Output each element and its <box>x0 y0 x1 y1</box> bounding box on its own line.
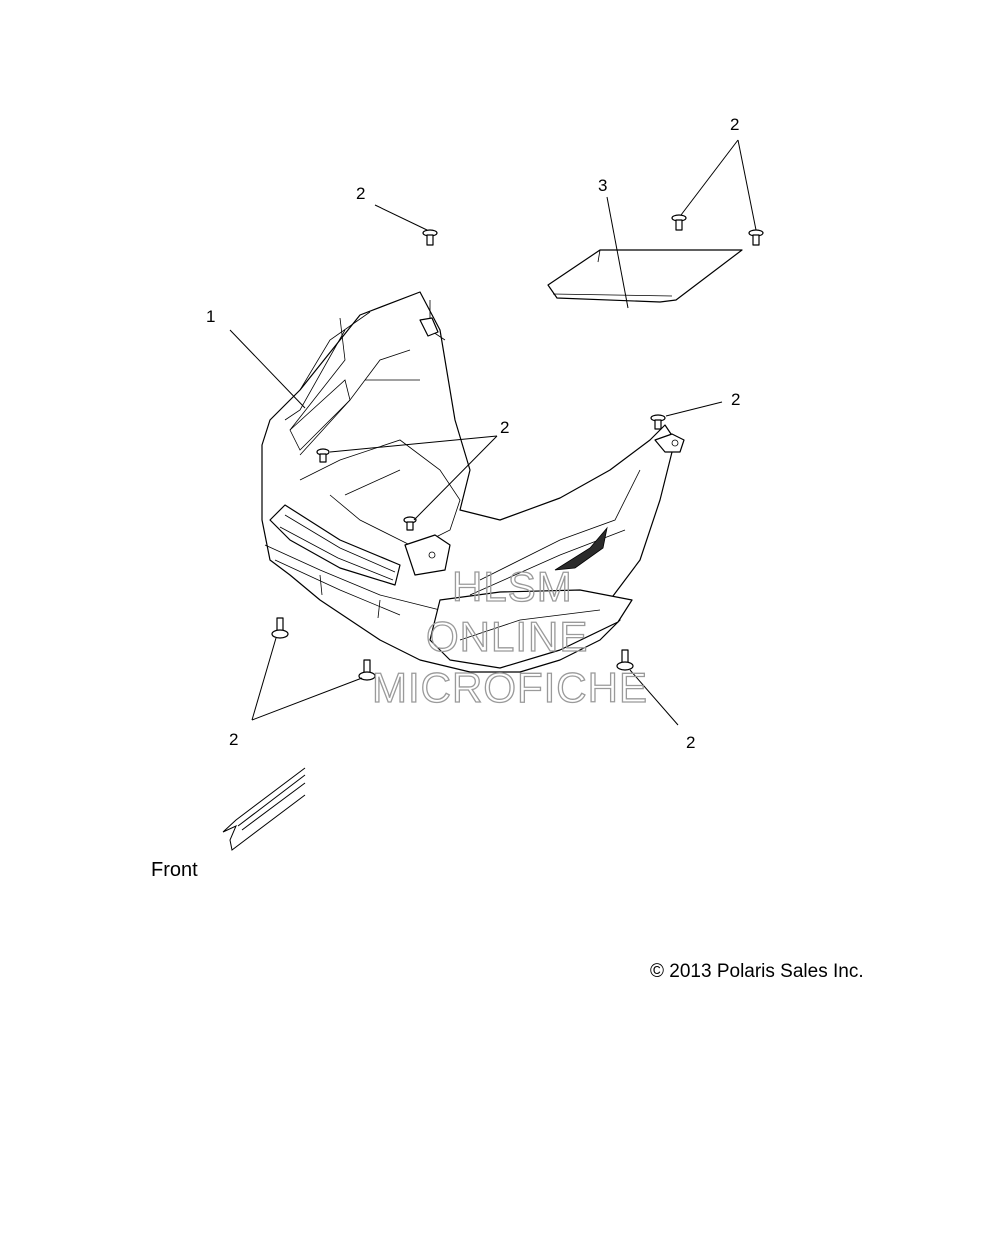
callout-2-b: 2 <box>730 115 739 134</box>
callout-2-e: 2 <box>229 730 238 749</box>
fastener-5[interactable] <box>316 448 330 463</box>
watermark-line-3: MICROFICHE <box>372 664 648 711</box>
nose-cover-part-1[interactable] <box>261 291 685 673</box>
panel-part-3[interactable] <box>547 249 743 303</box>
fastener-6[interactable] <box>403 516 417 531</box>
fastener-9[interactable] <box>616 649 634 671</box>
fastener-1[interactable] <box>422 229 438 246</box>
callout-2-d: 2 <box>500 418 509 437</box>
callout-2-f: 2 <box>686 733 695 752</box>
fastener-7[interactable] <box>271 617 289 639</box>
callout-2-c: 2 <box>731 390 740 409</box>
front-label: Front <box>151 859 198 881</box>
callout-1: 1 <box>206 307 215 326</box>
fasteners-part-2[interactable] <box>271 214 764 681</box>
fastener-8[interactable] <box>358 659 376 681</box>
fastener-4[interactable] <box>650 414 666 430</box>
fastener-2[interactable] <box>671 214 687 231</box>
front-arrow-icon <box>222 767 306 851</box>
watermark-line-2: ONLINE <box>426 613 588 660</box>
copyright-text: © 2013 Polaris Sales Inc. <box>650 961 864 982</box>
watermark-line-1: HLSM <box>452 563 573 610</box>
callouts: 1 2 2 3 2 2 2 2 <box>206 115 740 752</box>
callout-3: 3 <box>598 176 607 195</box>
leader-lines <box>229 139 757 726</box>
callout-2-a: 2 <box>356 184 365 203</box>
watermark: HLSM ONLINE MICROFICHE <box>371 562 648 711</box>
fastener-3[interactable] <box>748 229 764 246</box>
